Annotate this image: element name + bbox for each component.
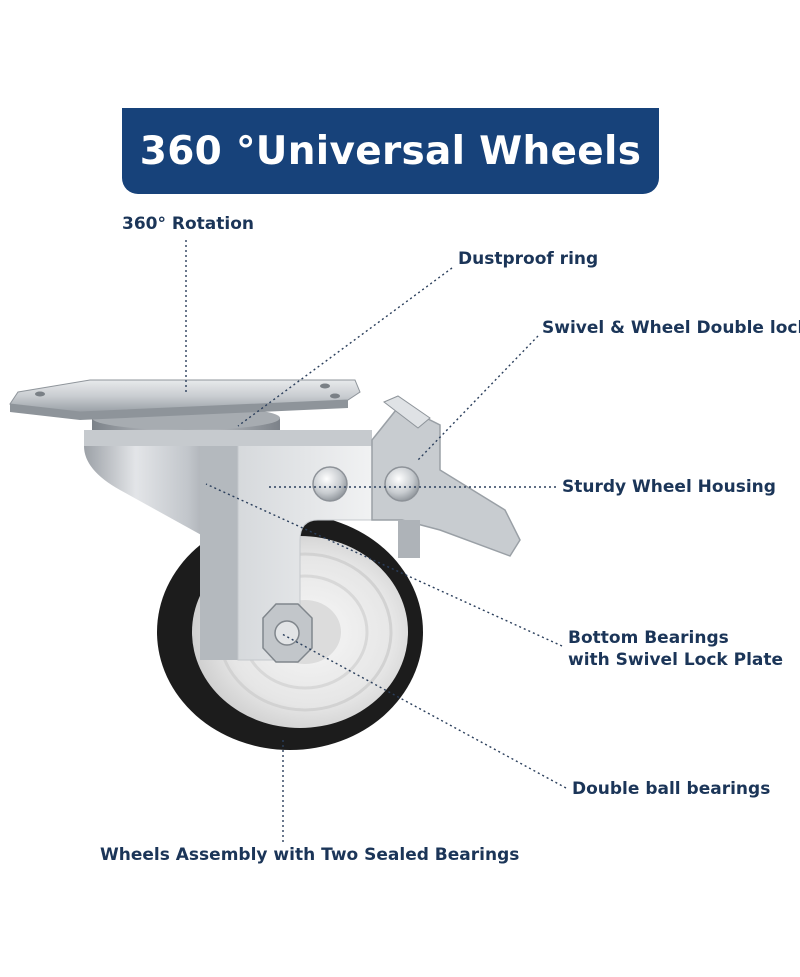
leader-dustproof: [237, 267, 453, 427]
housing-rivet-left: [312, 466, 348, 502]
label-bottom-bearings-line2: with Swivel Lock Plate: [568, 650, 784, 670]
axle-bolt: [274, 620, 300, 646]
leader-ball-bearings: [281, 633, 567, 789]
plate-hole-2: [320, 383, 330, 389]
leader-lines: [185, 240, 567, 842]
housing-rivet-right: [384, 466, 420, 502]
brake-lever: [371, 395, 521, 558]
fork-leg: [200, 440, 246, 660]
label-dustproof-ring: Dustproof ring: [458, 249, 599, 269]
mounting-plate: [9, 379, 361, 420]
label-wheel-housing: Sturdy Wheel Housing: [562, 477, 776, 497]
leader-double-lock: [417, 335, 539, 461]
title-banner: 360 °Universal Wheels: [122, 108, 659, 194]
label-wheels-assembly: Wheels Assembly with Two Sealed Bearings: [100, 845, 520, 865]
plate-edge: [10, 400, 348, 420]
label-bottom-bearings-line1: Bottom Bearings: [568, 628, 729, 648]
plate-hole-1: [35, 391, 45, 397]
lever-tab: [383, 395, 431, 429]
plate-hole-3: [330, 393, 340, 399]
label-double-lock: Swivel & Wheel Double lock: [542, 318, 800, 338]
leader-bottom-bearings: [205, 483, 563, 647]
page-title: 360 °Universal Wheels: [139, 128, 642, 174]
lever-bracket: [398, 520, 420, 558]
label-ball-bearings: Double ball bearings: [572, 779, 771, 799]
fork-top: [84, 430, 372, 446]
label-rotation: 360° Rotation: [122, 214, 255, 234]
fork-side-front: [84, 440, 232, 552]
